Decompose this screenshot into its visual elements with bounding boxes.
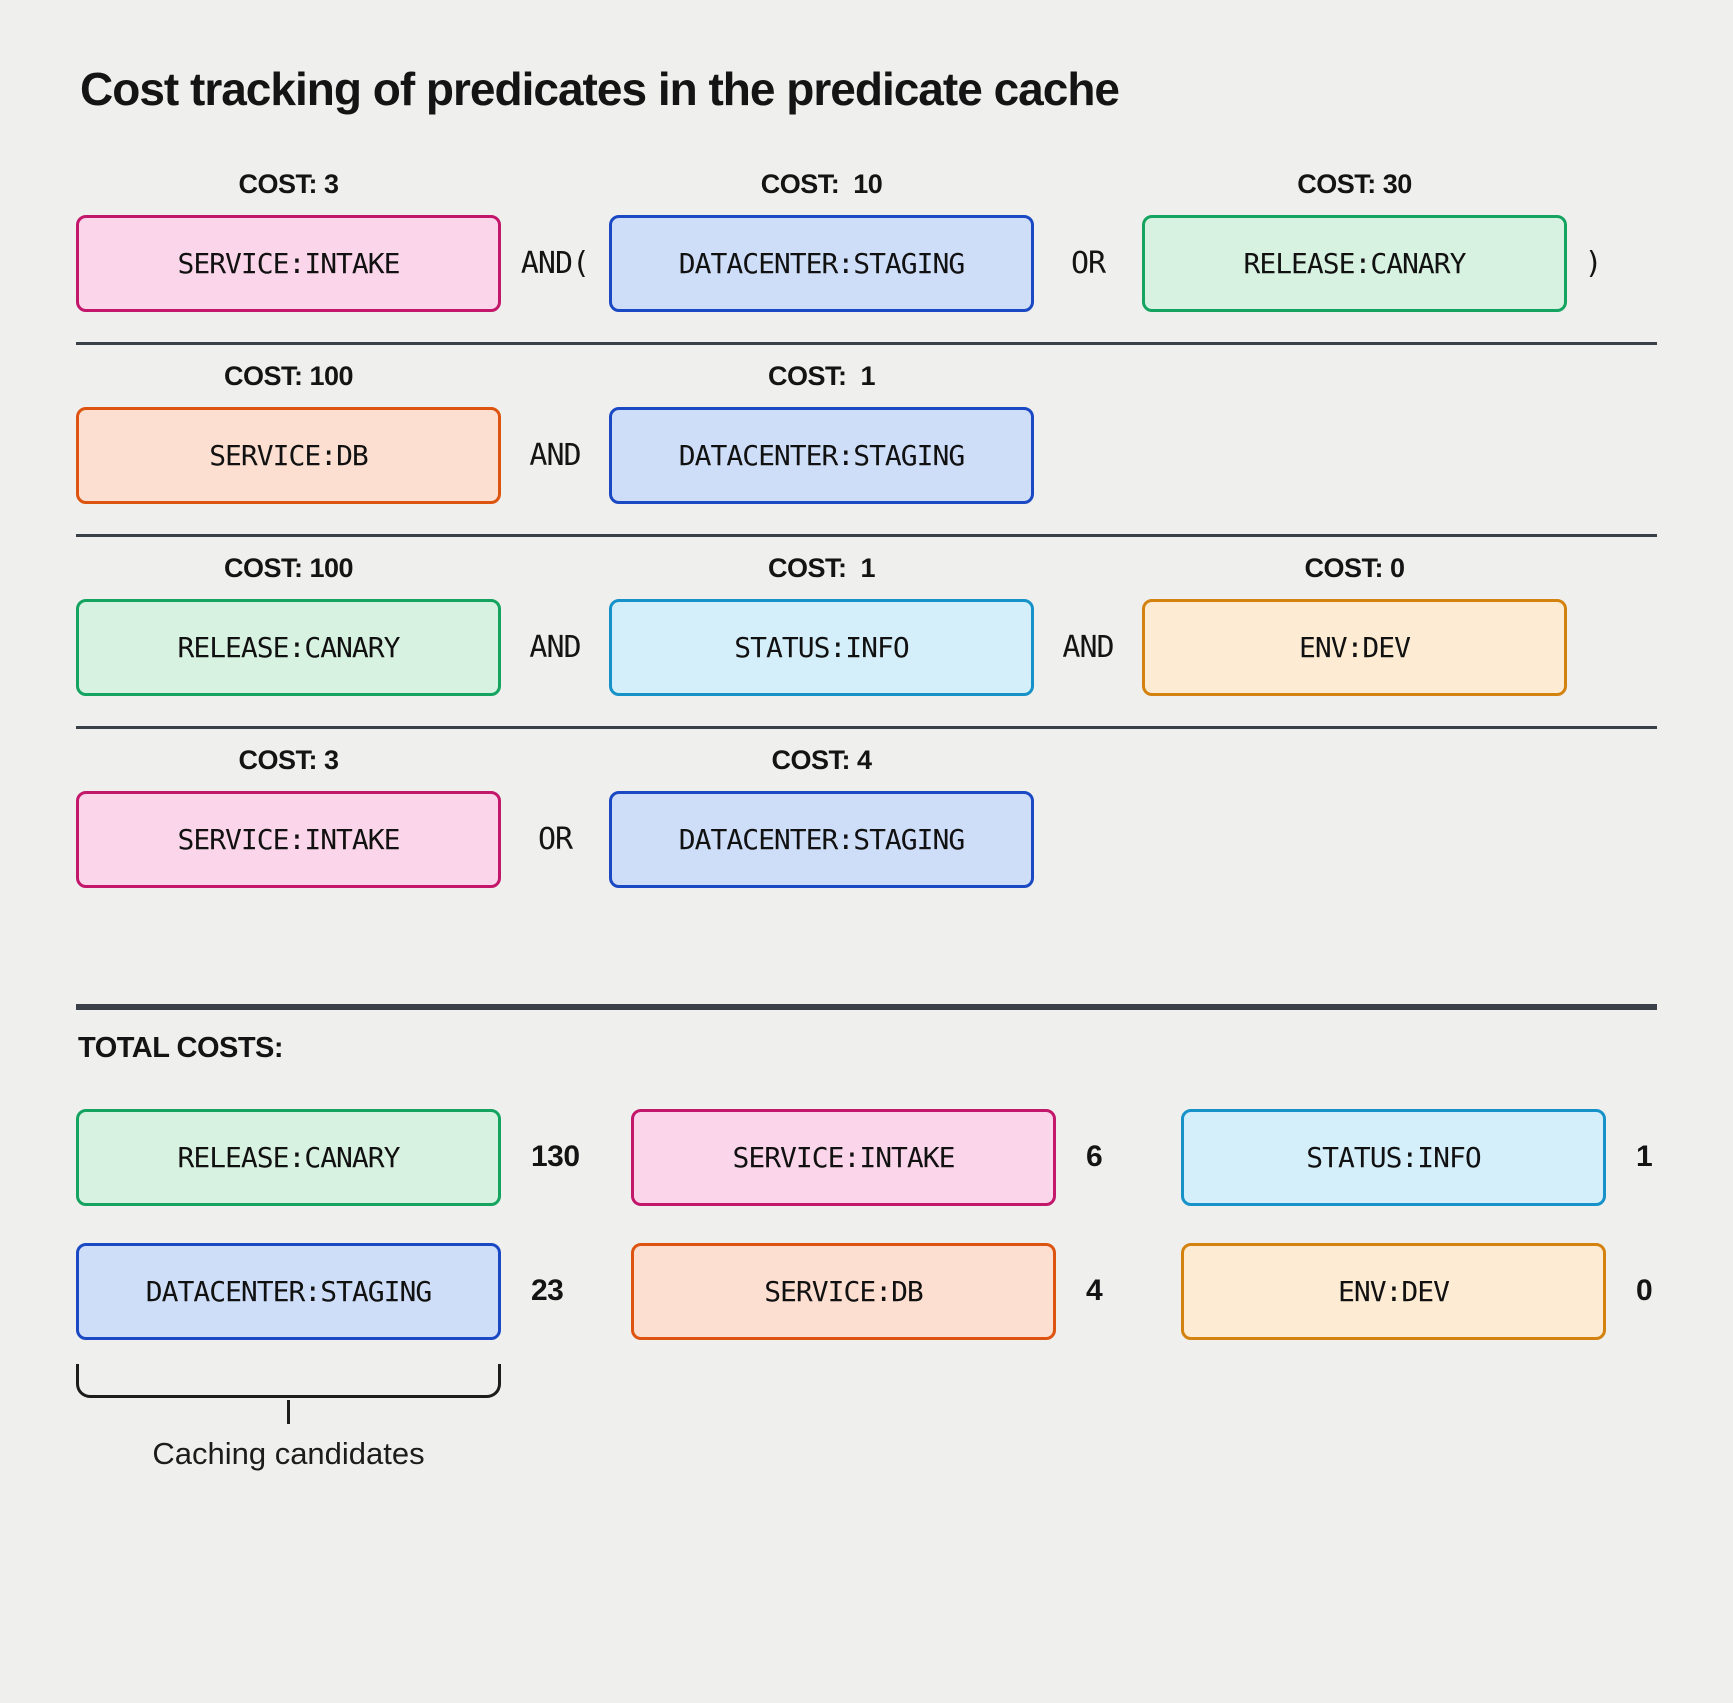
total-cost-value: 130 [531,1140,580,1174]
predicate-box: RELEASE:CANARY [76,598,501,696]
cost-spacer [1034,169,1142,203]
total-item: DATACENTER:STAGING 23 [76,1242,631,1340]
cost-label: COST: 3 [238,744,339,775]
cost-spacer [1567,169,1619,203]
caching-candidates-annotation: Caching candidates [76,1363,501,1472]
operator-column: AND( [501,169,609,312]
caching-candidates-label: Caching candidates [152,1435,425,1471]
cost-label: COST: 1 [767,360,876,391]
expression-rows: COST: 3 SERVICE:INTAKE AND( COST: 10 DATACEN… [76,153,1657,918]
diagram-root: Cost tracking of predicates in the predi… [0,64,1733,1703]
total-cost-value: 0 [1636,1274,1653,1308]
cost-label: COST: 100 [223,552,354,583]
operator-label: AND( [520,245,590,281]
totals-heading: TOTAL COSTS: [78,1031,284,1064]
cost-label: COST: 1 [767,552,876,583]
predicate-column: COST: 30 RELEASE:CANARY [1142,169,1567,312]
page-title: Cost tracking of predicates in the predi… [80,63,1120,115]
cost-spacer [501,169,609,203]
total-cost-value: 6 [1086,1140,1103,1174]
predicate-column: COST: 0 ENV:DEV [1142,553,1567,696]
expression-items: COST: 3 SERVICE:INTAKE OR COST: 4 DATACENTER… [76,745,1657,888]
operator-column: ) [1567,169,1619,312]
total-cost-value: 23 [531,1274,564,1308]
operator-label: ) [1584,245,1602,281]
total-item: ENV:DEV 0 [1181,1242,1657,1340]
predicate-column: COST: 3 SERVICE:INTAKE [76,169,501,312]
caching-candidates-bracket [76,1363,501,1398]
predicate-column: COST: 1 STATUS:INFO [609,553,1034,696]
expression-row: COST: 3 SERVICE:INTAKE OR COST: 4 DATACENTER… [76,729,1657,918]
total-item: RELEASE:CANARY 130 [76,1108,631,1206]
cost-label: COST: 100 [223,360,354,391]
total-item: SERVICE:DB 4 [631,1242,1181,1340]
total-item: STATUS:INFO 1 [1181,1108,1657,1206]
totals-divider [76,1003,1657,1010]
predicate-box: DATACENTER:STAGING [609,406,1034,504]
total-cost-value: 1 [1636,1140,1653,1174]
totals-grid: RELEASE:CANARY 130 SERVICE:INTAKE 6 STATUS:I… [76,1108,1657,1340]
predicate-box: RELEASE:CANARY [76,1108,501,1206]
operator-label: AND [1062,629,1114,665]
cost-label: COST: 3 [238,168,339,199]
predicate-box: SERVICE:DB [631,1242,1056,1340]
bracket-tick [287,1399,290,1424]
operator-label: AND [529,629,581,665]
cost-label: COST: 0 [1304,552,1405,583]
operator-column: OR [1034,169,1142,312]
predicate-box: STATUS:INFO [1181,1108,1606,1206]
cost-spacer [501,361,609,395]
predicate-box: STATUS:INFO [609,598,1034,696]
operator-label: OR [1070,245,1106,281]
total-item: SERVICE:INTAKE 6 [631,1108,1181,1206]
operator-column: AND [501,553,609,696]
predicate-column: COST: 4 DATACENTER:STAGING [609,745,1034,888]
predicate-box: ENV:DEV [1142,598,1567,696]
expression-items: COST: 3 SERVICE:INTAKE AND( COST: 10 DATACEN… [76,169,1657,312]
predicate-column: COST: 1 DATACENTER:STAGING [609,361,1034,504]
operator-column: AND [501,361,609,504]
predicate-box: RELEASE:CANARY [1142,214,1567,312]
expression-row: COST: 3 SERVICE:INTAKE AND( COST: 10 DATACEN… [76,153,1657,345]
predicate-box: DATACENTER:STAGING [609,214,1034,312]
operator-label: OR [537,821,573,857]
cost-label: COST: 10 [760,168,883,199]
operator-column: OR [501,745,609,888]
predicate-box: SERVICE:INTAKE [631,1108,1056,1206]
total-cost-value: 4 [1086,1274,1103,1308]
predicate-box: DATACENTER:STAGING [609,790,1034,888]
predicate-column: COST: 3 SERVICE:INTAKE [76,745,501,888]
cost-spacer [1034,553,1142,587]
predicate-box: SERVICE:INTAKE [76,790,501,888]
cost-label: COST: 30 [1297,168,1412,199]
operator-column: AND [1034,553,1142,696]
predicate-column: COST: 10 DATACENTER:STAGING [609,169,1034,312]
cost-spacer [501,745,609,779]
predicate-box: SERVICE:DB [76,406,501,504]
operator-label: AND [529,437,581,473]
predicate-box: ENV:DEV [1181,1242,1606,1340]
predicate-box: SERVICE:INTAKE [76,214,501,312]
predicate-box: DATACENTER:STAGING [76,1242,501,1340]
cost-label: COST: 4 [771,744,872,775]
cost-spacer [501,553,609,587]
